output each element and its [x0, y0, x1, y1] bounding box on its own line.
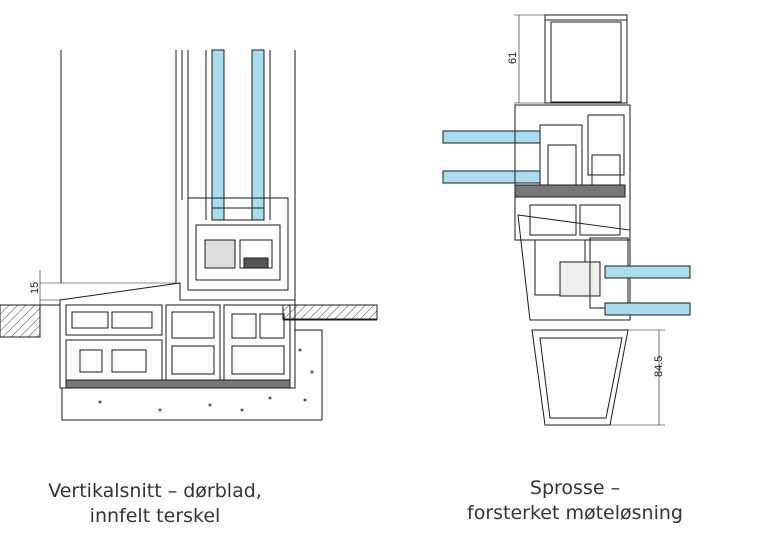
step-block — [0, 304, 41, 338]
glass-pane-left-2 — [251, 49, 265, 221]
caption-door-sill-line2: innfelt terskel — [89, 505, 221, 527]
caption-door-sill-line1: Vertikalsnitt – dørblad, — [48, 480, 262, 502]
floor-finish — [282, 304, 378, 320]
dimension-61: 61 — [507, 52, 519, 64]
glass-pane-right-1 — [442, 130, 541, 144]
caption-mullion-line1: Sprosse – — [529, 477, 621, 499]
door-sill-section — [0, 49, 378, 421]
caption-mullion-line2: forsterket møteløsning — [467, 502, 683, 524]
glass-pane-right-2 — [442, 170, 541, 184]
glass-pane-right-4 — [604, 302, 691, 316]
glass-pane-right-3 — [604, 265, 691, 279]
mullion-section — [442, 14, 691, 426]
glass-pane-left-1 — [211, 49, 225, 221]
dimension-15: 15 — [29, 282, 41, 294]
caption-door-sill: Vertikalsnitt – dørblad, innfelt terskel — [10, 479, 300, 529]
dimension-84-5: 84.5 — [653, 356, 665, 377]
caption-mullion: Sprosse – forsterket møteløsning — [420, 476, 730, 526]
